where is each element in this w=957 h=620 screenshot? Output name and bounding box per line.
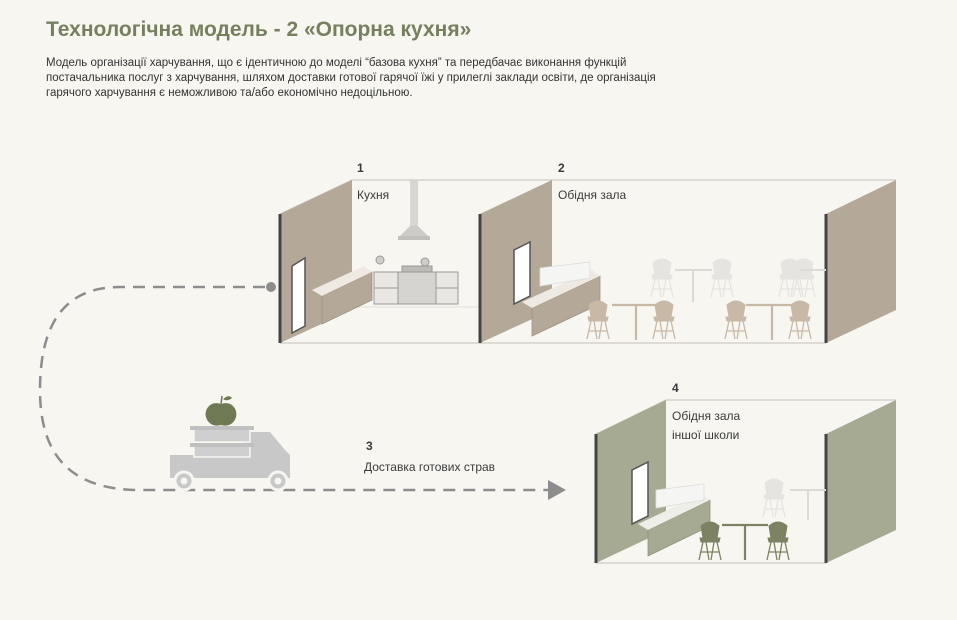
step-2-label: Обідня зала bbox=[558, 188, 627, 202]
step-4-number: 4 bbox=[672, 381, 679, 395]
other-dining-furniture bbox=[698, 478, 826, 561]
step-1-label: Кухня bbox=[357, 188, 390, 202]
apple-icon bbox=[205, 395, 237, 426]
step-4-label-line-2: іншої школи bbox=[672, 428, 740, 442]
other-right-wall bbox=[826, 400, 896, 563]
delivery-path bbox=[38, 282, 566, 500]
description-line: Модель організації харчування, що є іден… bbox=[46, 57, 627, 69]
delivery-truck-icon bbox=[170, 395, 290, 492]
description-line: постачальника послуг з харчування, шляхо… bbox=[46, 72, 656, 84]
path-start-dot bbox=[266, 282, 276, 292]
kitchen-equipment bbox=[373, 255, 459, 305]
kitchen-hood bbox=[398, 180, 430, 240]
other-school-building bbox=[594, 399, 896, 564]
food-containers bbox=[190, 426, 254, 458]
step-3-number: 3 bbox=[366, 439, 373, 453]
page-title: Технологічна модель - 2 «Опорна кухня» bbox=[46, 18, 472, 41]
main-school-building bbox=[278, 179, 896, 344]
kitchen-wall bbox=[280, 180, 352, 343]
description-line: гарячого харчування є неможливою та/або … bbox=[46, 87, 413, 99]
step-3-label: Доставка готових страв bbox=[364, 460, 496, 474]
arrow-head bbox=[548, 480, 566, 500]
step-4-label-line-1: Обідня зала bbox=[672, 409, 741, 423]
description: Модель організації харчування, що є іден… bbox=[46, 56, 836, 101]
step-2-number: 2 bbox=[558, 161, 565, 175]
right-wall bbox=[826, 180, 896, 343]
step-1-number: 1 bbox=[357, 161, 364, 175]
dining-furniture bbox=[586, 258, 826, 340]
